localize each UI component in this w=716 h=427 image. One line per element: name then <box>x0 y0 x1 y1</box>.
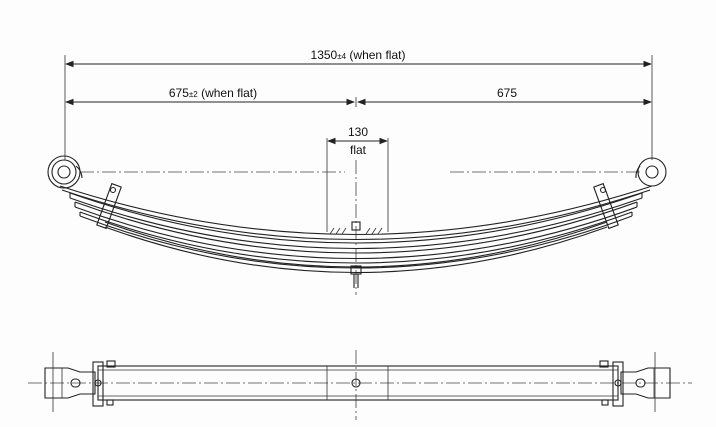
center-flat-value: 130 <box>348 125 368 139</box>
left-rebound-clip <box>96 182 122 230</box>
spring-leaves <box>59 185 653 273</box>
left-eye <box>47 155 83 189</box>
center-flat-note: flat <box>350 143 367 157</box>
half-dimensions: 675±2 (when flat) 675 <box>64 86 653 107</box>
overall-dimension-label: 1350±4 (when flat) <box>311 48 406 62</box>
center-flat-dimension: 130 flat <box>326 125 389 235</box>
right-rebound-clip <box>593 182 619 230</box>
plan-view <box>28 350 692 420</box>
right-eye <box>635 157 667 187</box>
overall-dimension: 1350±4 (when flat) <box>64 48 653 160</box>
right-half-dimension-label: 675 <box>497 86 517 100</box>
left-half-dimension-label: 675±2 (when flat) <box>169 86 257 100</box>
center-bolt <box>350 221 362 288</box>
